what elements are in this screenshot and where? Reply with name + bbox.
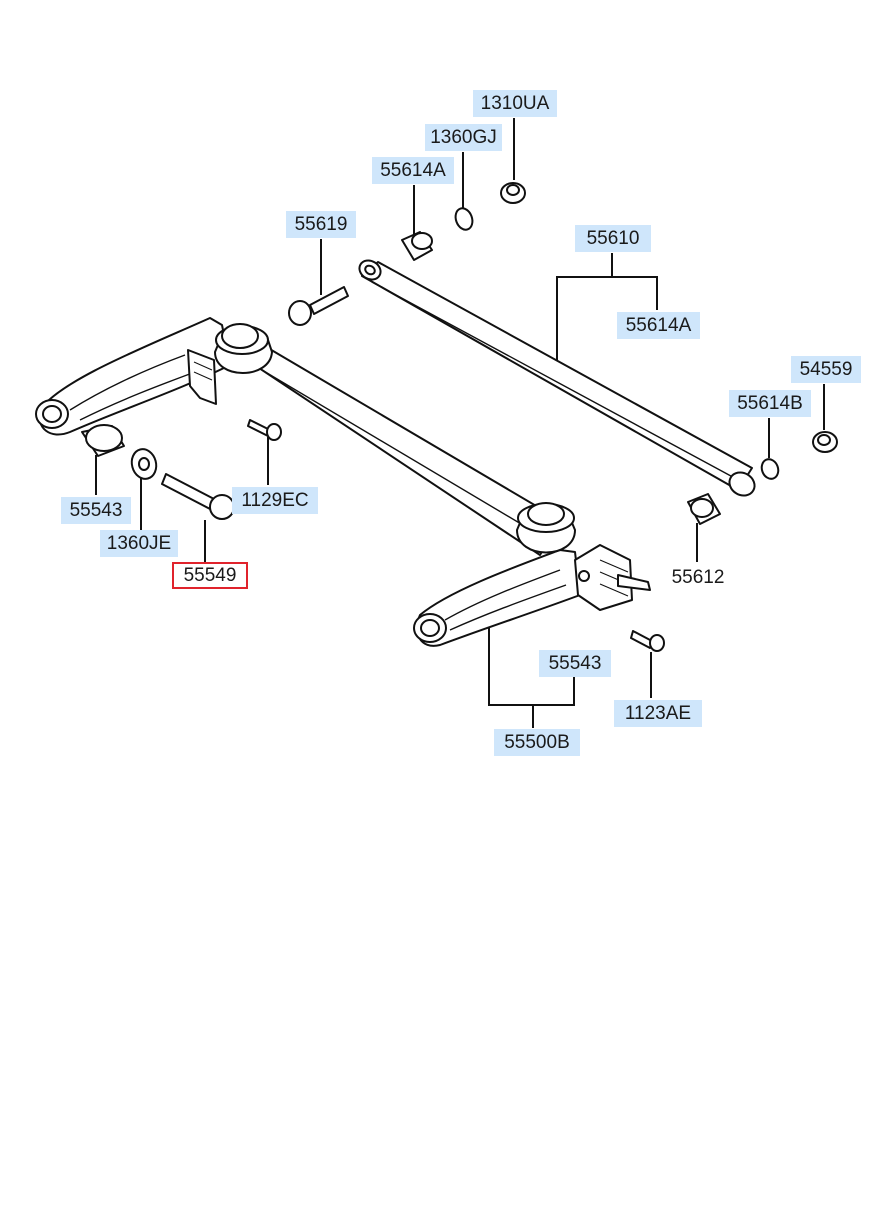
label-1129EC[interactable]: 1129EC xyxy=(232,487,318,514)
lateral-rod xyxy=(358,259,756,497)
label-55543-bottom[interactable]: 55543 xyxy=(539,650,611,677)
torsion-beam xyxy=(35,317,651,647)
loose-parts xyxy=(81,182,838,652)
label-55549[interactable]: 55549 xyxy=(172,562,248,589)
label-55619[interactable]: 55619 xyxy=(286,211,356,238)
label-55543-left[interactable]: 55543 xyxy=(61,497,131,524)
label-55612[interactable]: 55612 xyxy=(671,567,725,588)
leader-lines xyxy=(95,118,825,728)
label-1360GJ[interactable]: 1360GJ xyxy=(425,124,502,151)
label-55614A-top[interactable]: 55614A xyxy=(372,157,454,184)
label-55614B[interactable]: 55614B xyxy=(729,390,811,417)
label-55614A-right[interactable]: 55614A xyxy=(617,312,700,339)
label-55610[interactable]: 55610 xyxy=(575,225,651,252)
label-55500B[interactable]: 55500B xyxy=(494,729,580,756)
label-1310UA[interactable]: 1310UA xyxy=(473,90,557,117)
label-1123AE[interactable]: 1123AE xyxy=(614,700,702,727)
label-1360JE[interactable]: 1360JE xyxy=(100,530,178,557)
label-54559[interactable]: 54559 xyxy=(791,356,861,383)
